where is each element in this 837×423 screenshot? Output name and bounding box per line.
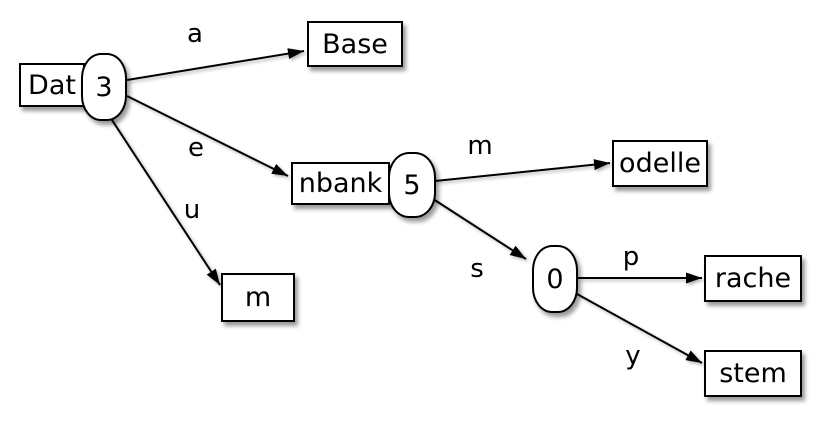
node-box-rache: rache bbox=[704, 255, 802, 302]
node-box-m: m bbox=[221, 273, 295, 322]
node-count-label-zero: 0 bbox=[546, 263, 564, 295]
node-label-odelle: odelle bbox=[619, 148, 701, 179]
node-box-base: Base bbox=[307, 21, 403, 67]
node-count-dat: 3 bbox=[81, 53, 127, 121]
edge-line-s bbox=[429, 196, 527, 260]
edge-line-e bbox=[126, 95, 289, 177]
edge-line-u bbox=[109, 116, 221, 286]
edge-label-p: p bbox=[622, 242, 640, 272]
node-count-zero: 0 bbox=[532, 245, 578, 313]
edge-label-s: s bbox=[470, 254, 484, 284]
node-box-stem: stem bbox=[704, 350, 802, 397]
edge-label-u: u bbox=[183, 195, 201, 225]
edge-label-y: y bbox=[625, 341, 641, 371]
edge-line-y bbox=[576, 293, 703, 364]
node-box-odelle: odelle bbox=[612, 140, 708, 187]
edge-label-m: m bbox=[467, 131, 493, 161]
node-label-rache: rache bbox=[714, 263, 792, 294]
edge-line-m bbox=[434, 159, 611, 182]
node-count-nbank: 5 bbox=[388, 152, 436, 218]
node-box-nbank: nbank bbox=[291, 162, 390, 205]
edge-label-a: a bbox=[187, 19, 203, 49]
node-label-m: m bbox=[244, 282, 272, 313]
node-label-dat: Dat bbox=[28, 69, 76, 101]
node-box-dat: Dat bbox=[19, 63, 85, 107]
node-count-label-nbank: 5 bbox=[403, 169, 421, 201]
node-label-nbank: nbank bbox=[298, 168, 383, 199]
node-count-label-dat: 3 bbox=[95, 71, 113, 103]
node-label-stem: stem bbox=[719, 358, 787, 389]
edge-line-a bbox=[126, 48, 305, 81]
node-label-base: Base bbox=[322, 28, 388, 60]
edge-label-e: e bbox=[188, 133, 204, 163]
